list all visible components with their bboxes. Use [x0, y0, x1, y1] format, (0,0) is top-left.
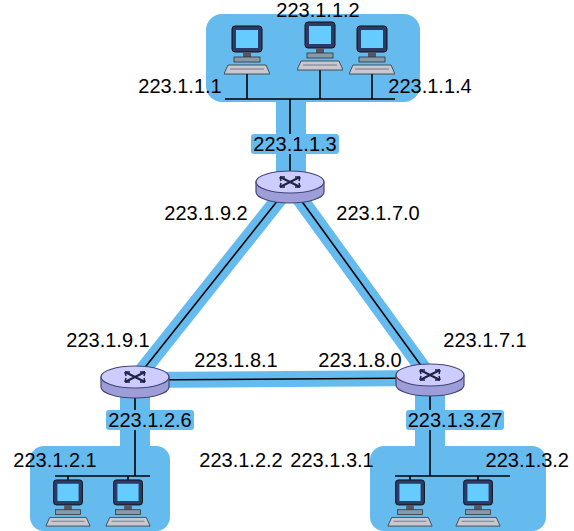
host-icons: [46, 22, 500, 526]
ip-address-label: 223.1.1.1: [136, 76, 223, 96]
subnet-highlight: [30, 14, 546, 531]
link-lines: [55, 68, 510, 482]
ip-address-label: 223.1.2.2: [197, 450, 284, 470]
link-highlight: [135, 185, 430, 380]
ip-address-label: 223.1.1.3: [251, 134, 338, 154]
ip-address-label: 223.1.7.1: [441, 330, 528, 350]
ip-address-label: 223.1.8.1: [192, 350, 279, 370]
ip-address-label: 223.1.7.0: [334, 203, 421, 223]
ip-address-label: 223.1.3.27: [406, 410, 505, 430]
ip-address-label: 223.1.3.1: [288, 450, 375, 470]
ip-address-label: 223.1.2.6: [106, 410, 193, 430]
router-icons: [101, 171, 464, 398]
ip-address-label: 223.1.3.2: [484, 450, 571, 470]
ip-address-label: 223.1.1.2: [274, 0, 361, 20]
ip-address-label: 223.1.2.1: [11, 450, 98, 470]
ip-address-label: 223.1.8.0: [316, 350, 403, 370]
ip-address-label: 223.1.9.1: [64, 330, 151, 350]
ip-address-label: 223.1.1.4: [386, 76, 473, 96]
ip-address-label: 223.1.9.2: [162, 203, 249, 223]
